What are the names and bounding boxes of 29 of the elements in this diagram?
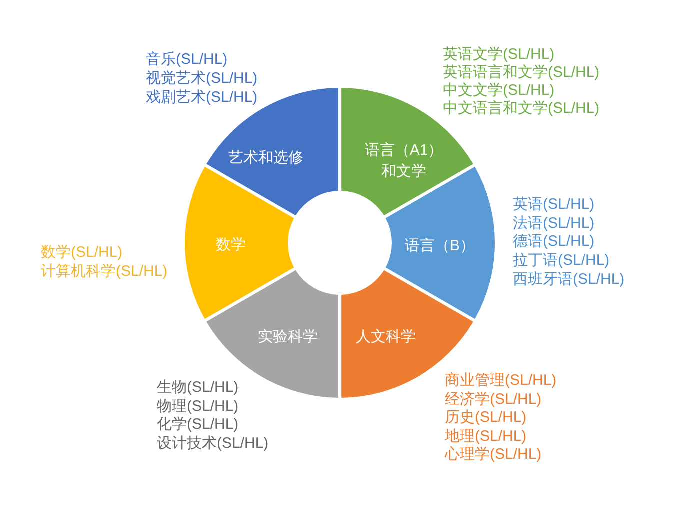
category-label: 语言（A1）和文学: [364, 141, 444, 182]
subject-label: 视觉艺术(SL/HL): [146, 70, 258, 88]
subject-label: 英语(SL/HL): [513, 196, 595, 214]
subject-label: 西班牙语(SL/HL): [513, 270, 625, 289]
subject-label: 设计技术(SL/HL): [157, 434, 269, 452]
subject-label: 中文文学(SL/HL): [443, 82, 555, 100]
subject-label: 戏剧艺术(SL/HL): [146, 89, 258, 107]
subject-label: 历史(SL/HL): [445, 409, 527, 427]
subject-label: 英语文学(SL/HL): [443, 46, 555, 64]
subject-label: 英语语言和文学(SL/HL): [443, 64, 600, 82]
subject-label: 心理学(SL/HL): [445, 446, 542, 464]
subject-label: 化学(SL/HL): [157, 416, 239, 434]
category-label: 数学: [216, 236, 246, 256]
subject-label: 经济学(SL/HL): [445, 390, 542, 408]
category-label: 艺术和选修: [228, 148, 304, 168]
subject-label: 拉丁语(SL/HL): [513, 252, 610, 270]
subject-label: 生物(SL/HL): [157, 379, 239, 397]
category-label: 实验科学: [258, 328, 318, 348]
subject-label: 德语(SL/HL): [513, 233, 595, 252]
subject-label: 法语(SL/HL): [513, 214, 595, 233]
subject-label: 商业管理(SL/HL): [445, 372, 557, 390]
subject-label: 数学(SL/HL): [41, 244, 123, 262]
subject-label: 地理(SL/HL): [445, 428, 527, 446]
category-label: 语言（B）: [405, 236, 475, 256]
subject-label: 音乐(SL/HL): [146, 51, 228, 69]
subject-label: 计算机科学(SL/HL): [41, 263, 168, 281]
category-label: 人文科学: [356, 328, 416, 348]
subject-label: 中文语言和文学(SL/HL): [443, 100, 600, 118]
subject-label: 物理(SL/HL): [157, 398, 239, 416]
